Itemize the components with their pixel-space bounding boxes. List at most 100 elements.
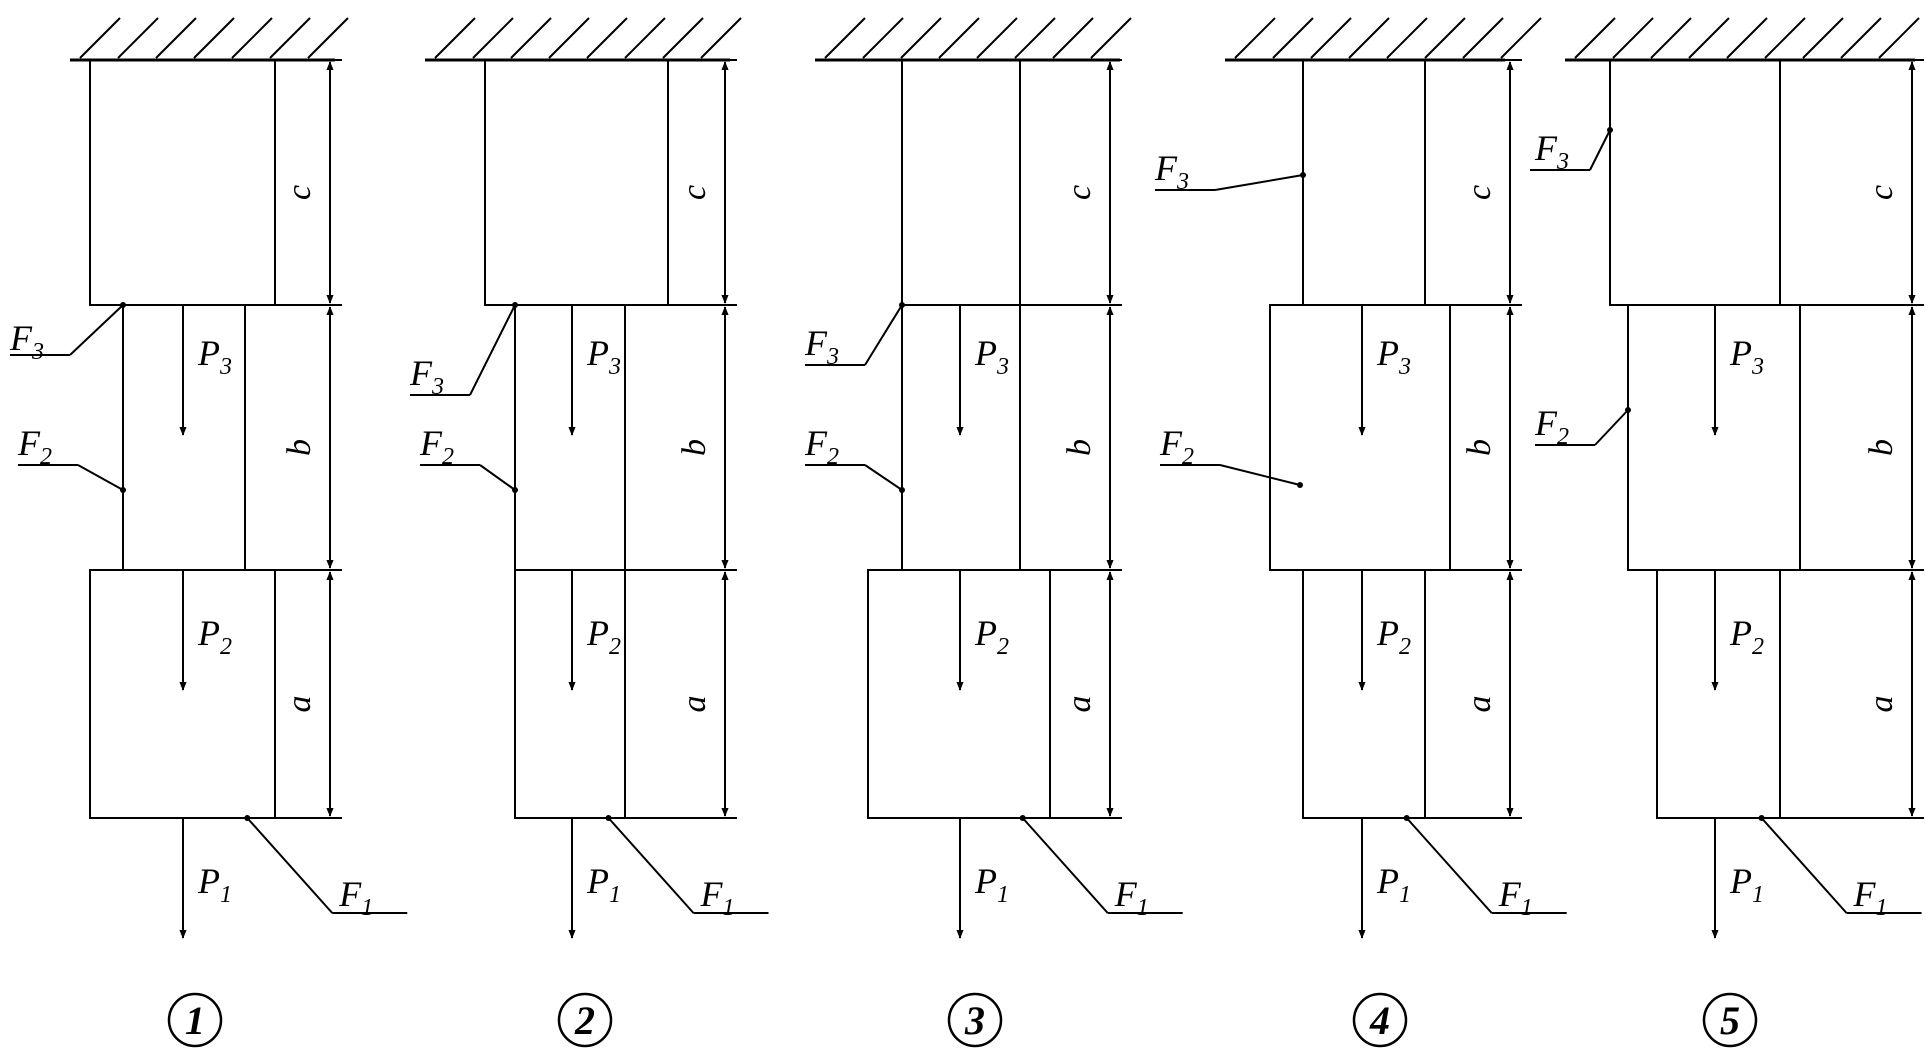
force-label-p3: P3 — [974, 333, 1009, 380]
segment-a — [1302, 569, 1426, 819]
diagram-number: 5 — [1720, 998, 1740, 1043]
hatch-line — [1650, 17, 1692, 59]
force-label-p3: P3 — [197, 333, 232, 380]
diagram-number: 3 — [964, 998, 985, 1043]
diagram-number-circle — [167, 992, 223, 1048]
hatch-line — [586, 17, 628, 59]
diagram-number: 4 — [1369, 998, 1390, 1043]
leader-dot — [1607, 127, 1613, 133]
force-label-p1: P1 — [197, 861, 232, 908]
area-label-f3: F3 — [804, 323, 839, 370]
force-label-p3: P3 — [1729, 333, 1764, 380]
dim-label-c: c — [1461, 185, 1498, 200]
leader-dot — [899, 302, 905, 308]
hatch-line — [1424, 17, 1466, 59]
hatch-line — [1234, 17, 1276, 59]
diagram-number-circle — [1702, 992, 1758, 1048]
hatch-line — [231, 17, 273, 59]
hatch-line — [1052, 17, 1094, 59]
force-label-p1: P1 — [586, 861, 621, 908]
dim-label-b: b — [1863, 439, 1900, 456]
force-label-p2: P2 — [197, 613, 232, 660]
force-label-p2: P2 — [1376, 613, 1411, 660]
leader-f1 — [1405, 817, 1493, 914]
area-label-f2: F2 — [804, 423, 839, 470]
leader-dot — [120, 302, 126, 308]
leader-f3 — [469, 304, 516, 396]
force-label-p2: P2 — [1729, 613, 1764, 660]
hatch-line — [1574, 17, 1616, 59]
area-label-f2: F2 — [1159, 423, 1194, 470]
area-label-f2: F2 — [1534, 403, 1569, 450]
segment-c — [901, 59, 1021, 306]
leader-f2 — [479, 464, 516, 491]
hatch-line — [862, 17, 904, 59]
leader-dot — [1625, 407, 1631, 413]
dim-label-a: a — [1863, 696, 1900, 713]
force-label-p1: P1 — [974, 861, 1009, 908]
hatch-line — [1310, 17, 1352, 59]
dim-label-c: c — [676, 185, 713, 200]
hatch-line — [1612, 17, 1654, 59]
force-label-p2: P2 — [586, 613, 621, 660]
leader-f3 — [1589, 129, 1611, 171]
leader-f1 — [246, 817, 333, 914]
hatch-line — [700, 17, 742, 59]
hatch-line — [624, 17, 666, 59]
hatch-line — [193, 17, 235, 59]
hatch-line — [900, 17, 942, 59]
leader-f2 — [864, 464, 903, 491]
hatch-line — [117, 17, 159, 59]
leader-f1 — [1760, 817, 1848, 914]
segment-c — [484, 59, 669, 306]
area-label-f1: F1 — [700, 874, 735, 921]
leader-f1 — [1021, 817, 1109, 914]
hatch-line — [976, 17, 1018, 59]
area-label-f3: F3 — [1534, 128, 1569, 175]
dim-label-a: a — [676, 696, 713, 713]
segment-b — [1269, 304, 1451, 571]
dim-label-c: c — [1863, 185, 1900, 200]
hatch-line — [1348, 17, 1390, 59]
hatch-line — [548, 17, 590, 59]
area-label-f3: F3 — [9, 318, 44, 365]
diagram-number-circle — [557, 992, 613, 1048]
leader-f3 — [69, 304, 124, 356]
force-label-p3: P3 — [586, 333, 621, 380]
diagram-number: 2 — [574, 998, 595, 1043]
hatch-line — [1764, 17, 1806, 59]
hatch-line — [1726, 17, 1768, 59]
segment-c — [1609, 59, 1781, 306]
hatch-line — [1840, 17, 1882, 59]
dim-label-a: a — [1061, 696, 1098, 713]
area-label-f1: F1 — [338, 874, 373, 921]
hatch-line — [79, 17, 121, 59]
leader-dot — [1758, 815, 1765, 821]
hatch-line — [307, 17, 349, 59]
area-label-f2: F2 — [17, 423, 52, 470]
leader-dot — [1300, 172, 1306, 178]
force-label-p1: P1 — [1376, 861, 1411, 908]
diagram-number-circle — [1352, 992, 1408, 1048]
segment-a — [514, 569, 626, 819]
hatch-line — [269, 17, 311, 59]
hatch-line — [1802, 17, 1844, 59]
leader-dot — [605, 815, 612, 821]
hatch-line — [155, 17, 197, 59]
hatch-line — [824, 17, 866, 59]
segment-c — [1302, 59, 1426, 306]
hatch-line — [1014, 17, 1056, 59]
leader-dot — [1297, 482, 1303, 488]
diagram-number-circle — [947, 992, 1003, 1048]
hatch-line — [1386, 17, 1428, 59]
hatch-line — [1500, 17, 1542, 59]
dim-label-b: b — [281, 439, 318, 456]
dim-label-b: b — [1461, 439, 1498, 456]
dim-label-b: b — [676, 439, 713, 456]
hatch-line — [472, 17, 514, 59]
